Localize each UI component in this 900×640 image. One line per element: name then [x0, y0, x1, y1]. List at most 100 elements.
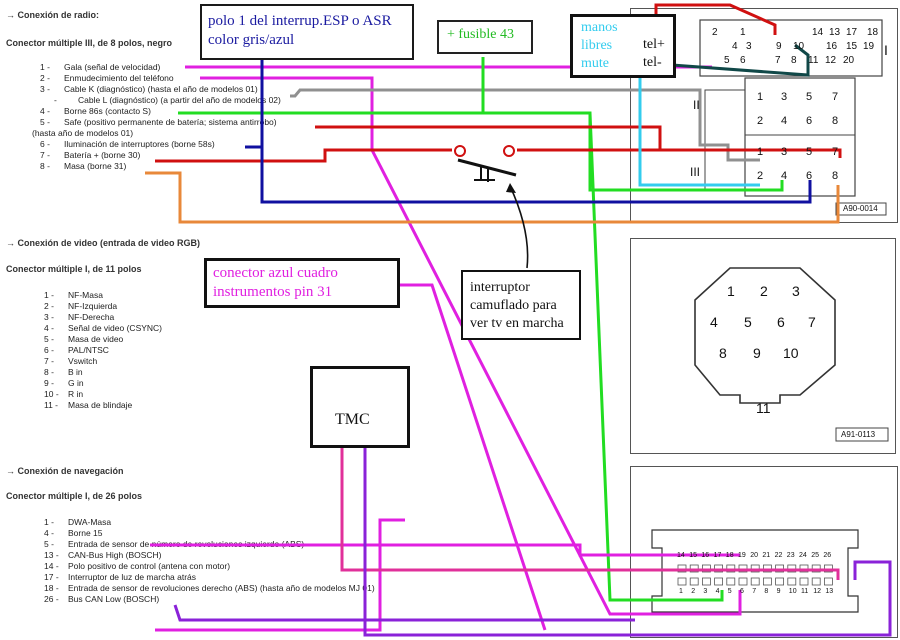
block-i-pin-12: 12 [825, 55, 837, 66]
pin-number: 14 - [44, 561, 59, 571]
block-i-pin-11: 11 [808, 55, 819, 66]
block-i-pin-14: 14 [812, 27, 824, 38]
nav-pin-cell-bottom [763, 577, 772, 586]
nav-pin-cell-bottom [714, 577, 723, 586]
nav-pin-bottom-4: 4 [715, 588, 720, 595]
nav-pin-bottom-7: 7 [752, 588, 757, 595]
nav-pin-bottom-3: 3 [703, 588, 708, 595]
radio-pin-row: 4 -Borne 86s (contacto S) [40, 106, 281, 117]
block-i-pin-5: 5 [724, 55, 730, 66]
pin-number: 5 - [40, 117, 50, 127]
pin-description: NF-Derecha [68, 312, 115, 322]
video-heading-text: Conexión de video (entrada de video RGB) [17, 238, 201, 248]
roman-i-label: I [884, 42, 888, 58]
block-ii-pin-3: 3 [781, 91, 788, 103]
pointer-arrow-line [509, 185, 529, 269]
nav-pin-bottom-13: 13 [825, 588, 834, 595]
block-ii-pin-6: 6 [806, 115, 813, 127]
video-code-box [835, 427, 889, 442]
block-i-pin-15: 15 [846, 41, 858, 52]
wire-magenta [200, 76, 742, 616]
block-i-pin-2: 2 [712, 27, 718, 38]
block-ii-pin-8: 8 [832, 115, 839, 127]
video-heading: → Conexión de video (entrada de video RG… [6, 238, 200, 248]
pin-number: 3 - [40, 84, 50, 94]
block-iii-pin-3: 3 [781, 146, 788, 158]
pin-number: 13 - [44, 550, 59, 560]
roman-iii-label: III [690, 165, 701, 179]
nav-pin-row: 14 - Polo positivo de control (antena con… [44, 561, 375, 572]
pin-number: 7 - [44, 356, 54, 366]
interruptor-line2: camuflado para [470, 298, 557, 313]
nav-heading-text: Conexión de navegación [17, 466, 124, 476]
block-i-pin-9: 9 [776, 41, 782, 52]
conector-azul-box: conector azul cuadro instrumentos pin 31 [204, 258, 400, 308]
nav-pin-top-20: 20 [750, 552, 758, 559]
video-pin-row: 2 -NF-Izquierda [44, 301, 162, 312]
esp-note-line2: color gris/azul [208, 32, 295, 48]
pin-description: Iluminación de interruptores (borne 58s) [64, 139, 215, 149]
wire-magenta [395, 283, 547, 631]
din-pin-6: 6 [777, 314, 785, 330]
nav-pin-cell-bottom [677, 577, 687, 586]
pointer-arrow-head [506, 183, 516, 193]
fusible-box: + fusible 43 [437, 20, 533, 54]
pin-number: 4 - [44, 323, 54, 333]
nav-pin-cells [677, 564, 833, 586]
pin-description: Gala (señal de velocidad) [64, 62, 161, 72]
block-i-pin-1: 1 [740, 27, 746, 38]
nav-heading: → Conexión de navegación [6, 466, 124, 476]
radio-connector-code: A90-0014 [843, 204, 878, 213]
manos-libres-box: manos libres mute tel+ tel- [570, 14, 676, 78]
nav-pin-cell-bottom [824, 577, 833, 586]
block-iii-pin-4: 4 [781, 170, 788, 182]
arrow-icon: → [6, 238, 15, 248]
pointer-arrow [506, 183, 529, 269]
wire-gray [290, 88, 760, 162]
pin-number: 11 - [44, 400, 59, 410]
radio-code-box [835, 202, 887, 216]
nav-pin-top-22: 22 [774, 552, 783, 559]
pin-number: 5 - [44, 334, 54, 344]
block-ii-pin-2: 2 [757, 115, 764, 127]
nav-connector-title: Conector múltiple I, de 26 polos [6, 491, 143, 501]
pin-description: Polo positivo de control (antena con mot… [68, 561, 231, 571]
radio-heading: → Conexión de radio: [6, 10, 99, 20]
pin-description: R in [68, 389, 84, 399]
esp-note-text: polo 1 del interrup.ESP o ASR color gris… [202, 6, 412, 50]
nav-pin-bottom-12: 12 [813, 588, 821, 595]
pin-number: 1 - [40, 62, 50, 72]
pin-number: 26 - [44, 594, 59, 604]
pin-number: 8 - [44, 367, 54, 377]
video-pin-row: 11 -Masa de blindaje [44, 400, 162, 411]
block-i-pin-18: 18 [867, 27, 879, 38]
radio-pin-row: 5 -Safe (positivo permanente de batería;… [40, 117, 281, 128]
radio-connector-panel [630, 8, 898, 223]
switch-contact-right [503, 145, 515, 157]
pin-number: 10 - [44, 389, 59, 399]
interruptor-text: interruptor camuflado para ver tv en mar… [463, 272, 579, 333]
pin-number: 8 - [40, 161, 50, 171]
pin-description: PAL/NTSC [68, 345, 109, 355]
nav-pin-cell-bottom [726, 577, 736, 586]
pin-description: DWA-Masa [68, 517, 112, 527]
wire-pink [340, 448, 840, 580]
nav-connector-panel [630, 466, 898, 638]
switch-contact-left [454, 145, 466, 157]
video-pin-row: 8 -B in [44, 367, 162, 378]
tel-minus-label: tel- [643, 55, 662, 70]
nav-pin-top-14: 14 [677, 552, 685, 559]
conector-azul-line2: instrumentos pin 31 [213, 284, 333, 300]
nav-pin-top-16: 16 [701, 552, 710, 559]
pin-number: 5 - [44, 539, 54, 549]
pin-number: 6 - [40, 139, 50, 149]
block-iii-pin-2: 2 [757, 170, 764, 182]
din-pin-7: 7 [808, 314, 816, 330]
nav-pin-bottom-8: 8 [764, 588, 769, 595]
pin-description: Interruptor de luz de marcha atrás [68, 572, 197, 582]
block-i-pin-20: 20 [843, 55, 855, 66]
nav-pin-top-26: 26 [823, 552, 832, 559]
pin-description: CAN-Bus High (BOSCH) [68, 550, 162, 560]
arrow-icon: → [6, 10, 15, 20]
din-pin-3: 3 [792, 283, 800, 299]
